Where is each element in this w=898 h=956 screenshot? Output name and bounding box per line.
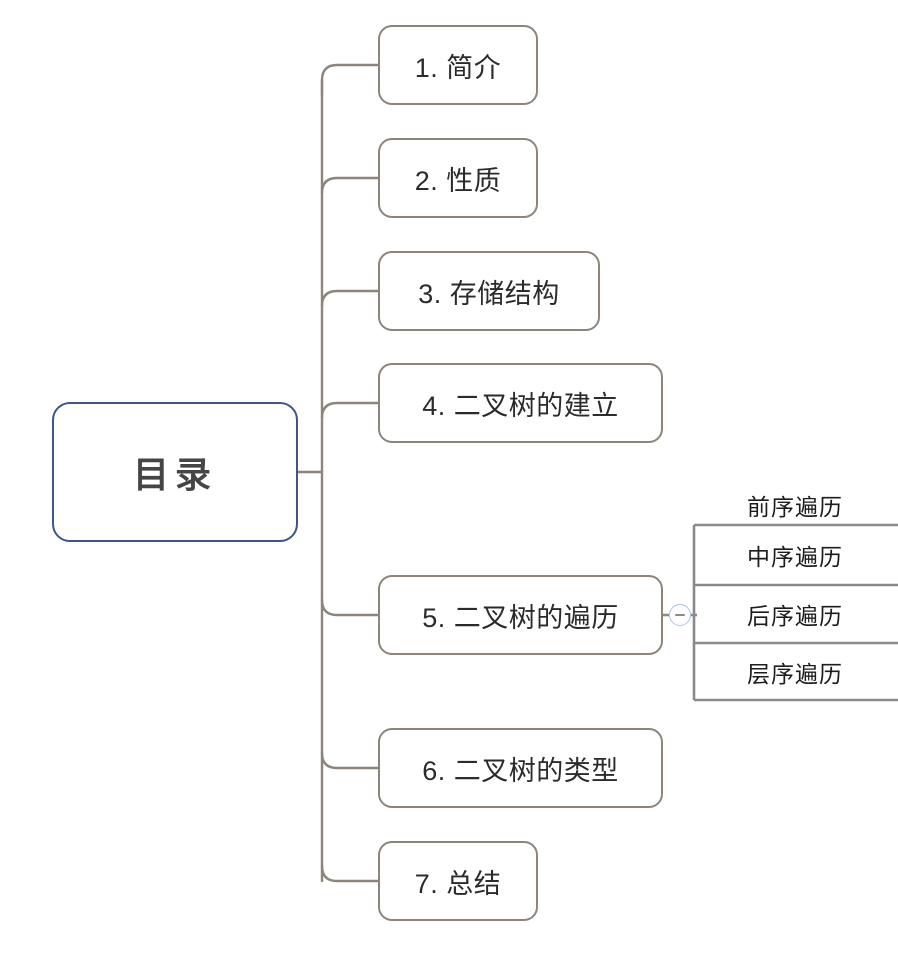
subtopic-node-3-label: 后序遍历 xyxy=(747,603,843,629)
root-node-catalog[interactable]: 目录 xyxy=(52,402,298,542)
branch-node-4[interactable]: 4. 二叉树的建立 xyxy=(378,363,663,443)
root-node-label: 目录 xyxy=(132,454,217,495)
subtopic-node-4-label: 层序遍历 xyxy=(747,660,843,687)
branch-node-7-label: 7. 总结 xyxy=(414,868,502,899)
connector-branch-7 xyxy=(320,864,380,883)
branch-node-7[interactable]: 7. 总结 xyxy=(378,841,538,921)
minus-circle-icon[interactable] xyxy=(669,604,691,626)
connector-branch-6 xyxy=(320,751,380,770)
branch-node-1[interactable]: 1. 简介 xyxy=(378,25,538,105)
branch-node-1-label: 1. 简介 xyxy=(414,52,502,83)
connector-branch-1 xyxy=(320,63,380,97)
subtopic-node-1-label: 前序遍历 xyxy=(747,493,843,520)
branch-node-3-label: 3. 存储结构 xyxy=(418,278,560,309)
branch-node-3[interactable]: 3. 存储结构 xyxy=(378,251,600,331)
branch-node-2-label: 2. 性质 xyxy=(414,165,502,196)
connector-branch-3 xyxy=(320,289,380,308)
connector-branch-4 xyxy=(320,401,380,420)
connector-branch-5 xyxy=(320,598,380,617)
branch-node-6[interactable]: 6. 二叉树的类型 xyxy=(378,728,663,808)
subtopic-node-1[interactable]: 前序遍历 xyxy=(692,484,898,525)
subtopic-node-2-label: 中序遍历 xyxy=(747,544,843,570)
branch-node-5[interactable]: 5. 二叉树的遍历 xyxy=(378,575,663,655)
branch-node-5-label: 5. 二叉树的遍历 xyxy=(422,602,619,633)
subtopic-node-3[interactable]: 后序遍历 xyxy=(692,585,898,643)
branch-node-6-label: 6. 二叉树的类型 xyxy=(422,755,619,786)
connector-branch-2 xyxy=(320,176,380,195)
subtopic-node-4[interactable]: 层序遍历 xyxy=(692,643,898,700)
subtopic-node-2[interactable]: 中序遍历 xyxy=(692,525,898,585)
branch-node-4-label: 4. 二叉树的建立 xyxy=(422,390,619,421)
branch-node-2[interactable]: 2. 性质 xyxy=(378,138,538,218)
minus-glyph xyxy=(675,614,685,616)
